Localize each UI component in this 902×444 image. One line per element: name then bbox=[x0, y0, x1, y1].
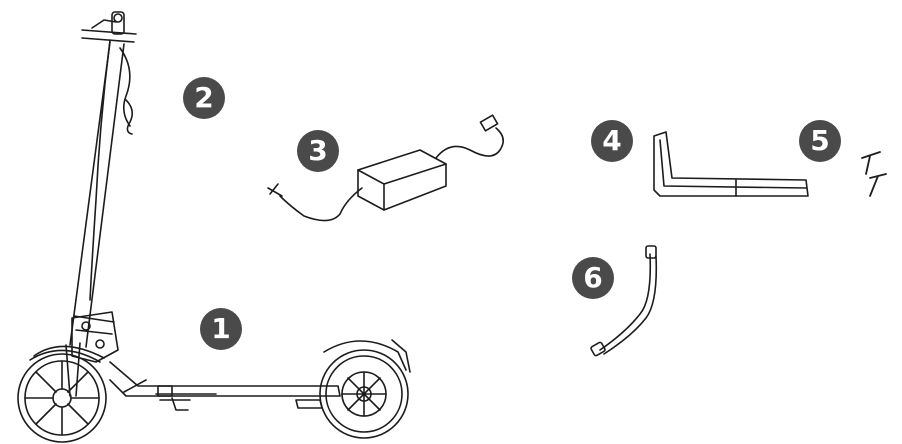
cable-icon bbox=[590, 245, 658, 357]
item-number-badge-4: 4 bbox=[591, 120, 633, 162]
charger-icon bbox=[267, 114, 504, 222]
item-number-badge-2: 2 bbox=[183, 77, 225, 119]
item-number-badge-5: 5 bbox=[799, 120, 841, 162]
item-number-badge-6: 6 bbox=[572, 257, 614, 299]
folding-hook-icon bbox=[125, 99, 134, 135]
item-number-badge-1: 1 bbox=[200, 308, 242, 350]
screws-icon bbox=[861, 151, 887, 197]
scooter-icon bbox=[17, 11, 411, 443]
item-number-badge-3: 3 bbox=[297, 130, 339, 172]
hex-key-icon bbox=[653, 131, 809, 197]
